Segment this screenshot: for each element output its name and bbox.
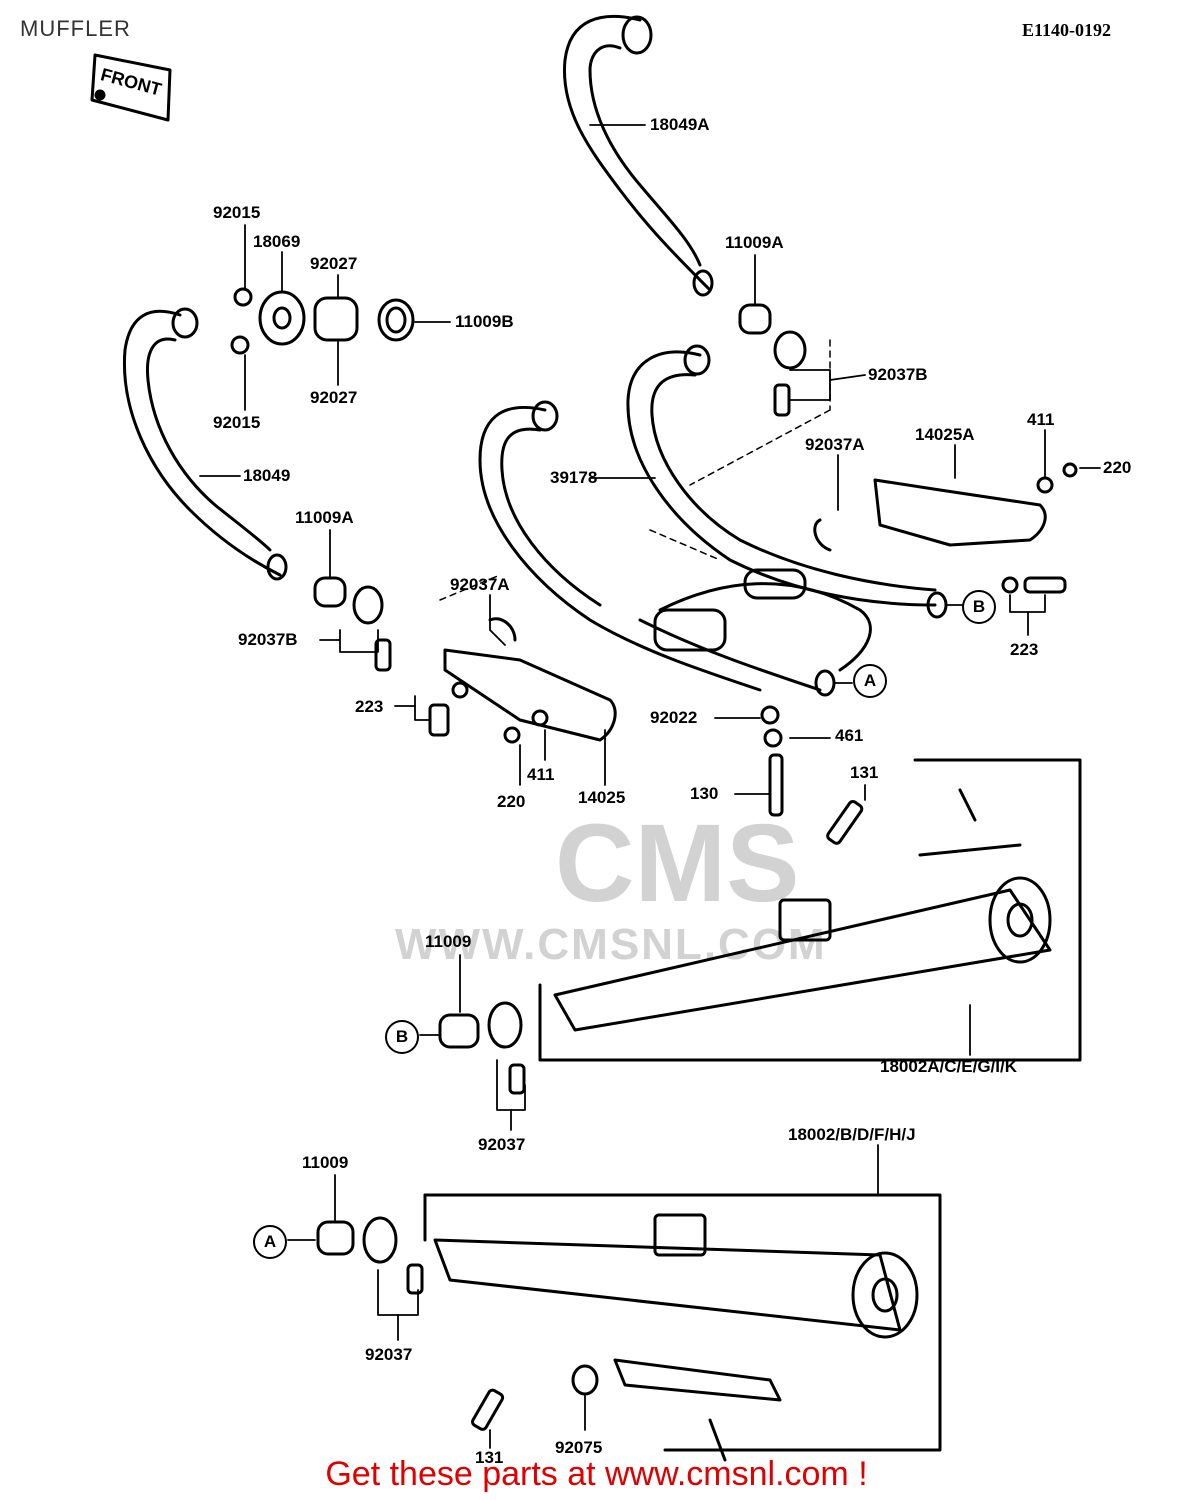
part-label-220: 220: [497, 792, 526, 811]
part-label-11009A: 11009A: [725, 233, 784, 252]
heat-shield-14025: [428, 617, 617, 744]
part-label-92015: 92015: [213, 413, 261, 432]
part-label-411: 411: [527, 765, 555, 784]
part-label-461: 461: [835, 726, 864, 745]
part-label-92037A: 92037A: [805, 435, 865, 454]
part-label-18002A: 18002A/C/E/G/I/K: [880, 1057, 1018, 1076]
part-label-411: 411: [1027, 410, 1055, 429]
gasket-11009A-upper: [738, 303, 807, 417]
part-label-131: 131: [475, 1448, 504, 1467]
muffler-18002A: [438, 758, 1082, 1095]
part-label-92037A: 92037A: [450, 575, 510, 594]
part-label-92037B: 92037B: [238, 630, 298, 649]
part-label-92027: 92027: [310, 254, 358, 273]
part-label-130: 130: [690, 784, 719, 803]
part-label-223: 223: [1010, 640, 1039, 659]
callout-a-lower: A: [253, 1225, 287, 1259]
part-label-92015: 92015: [213, 203, 261, 222]
part-label-92037: 92037: [478, 1135, 526, 1154]
part-label-223: 223: [355, 697, 384, 716]
callout-b-upper: B: [962, 590, 996, 624]
watermark-logo: CMS: [555, 802, 800, 925]
part-label-18069: 18069: [253, 232, 301, 251]
part-label-220: 220: [1103, 458, 1132, 477]
part-label-11009: 11009: [425, 932, 472, 951]
part-label-14025A: 14025A: [915, 425, 975, 444]
exhaust-pipe-18049: [122, 307, 288, 581]
front-tag: [90, 53, 172, 122]
part-label-92075: 92075: [555, 1438, 603, 1457]
footer-link-text[interactable]: Get these parts at www.cmsnl.com !: [325, 1455, 868, 1493]
page-title: MUFFLER: [20, 16, 131, 41]
watermark-url: WWW.CMSNL.COM: [395, 920, 827, 969]
part-label-39178: 39178: [550, 468, 598, 487]
part-label-92037: 92037: [365, 1345, 413, 1364]
part-label-11009: 11009: [302, 1153, 349, 1172]
exhaust-pipe-18049A: [562, 14, 714, 297]
leader-lines: [199, 124, 1101, 1449]
callout-b-lower: B: [385, 1020, 419, 1054]
flange-assembly: [230, 287, 415, 355]
part-label-92027: 92027: [310, 388, 358, 407]
part-label-18002: 18002/B/D/F/H/J: [788, 1125, 916, 1144]
part-label-18049A: 18049A: [650, 115, 710, 134]
clamp-left: [313, 576, 392, 672]
diagram-code: E1140-0192: [1022, 20, 1112, 40]
collector-39178: [478, 344, 948, 697]
part-label-14025: 14025: [578, 788, 626, 807]
part-label-92022: 92022: [650, 708, 698, 727]
callout-a-upper: A: [853, 664, 887, 698]
part-label-11009A: 11009A: [295, 508, 354, 527]
part-label-131: 131: [850, 763, 879, 782]
part-label-18049: 18049: [243, 466, 291, 485]
muffler-18002: [316, 1193, 942, 1462]
part-label-92037B: 92037B: [868, 365, 928, 384]
heat-shield-14025A: [813, 462, 1078, 594]
mount-hardware: [760, 705, 864, 845]
part-label-11009B: 11009B: [455, 312, 514, 331]
dashed-lines: [439, 339, 831, 601]
